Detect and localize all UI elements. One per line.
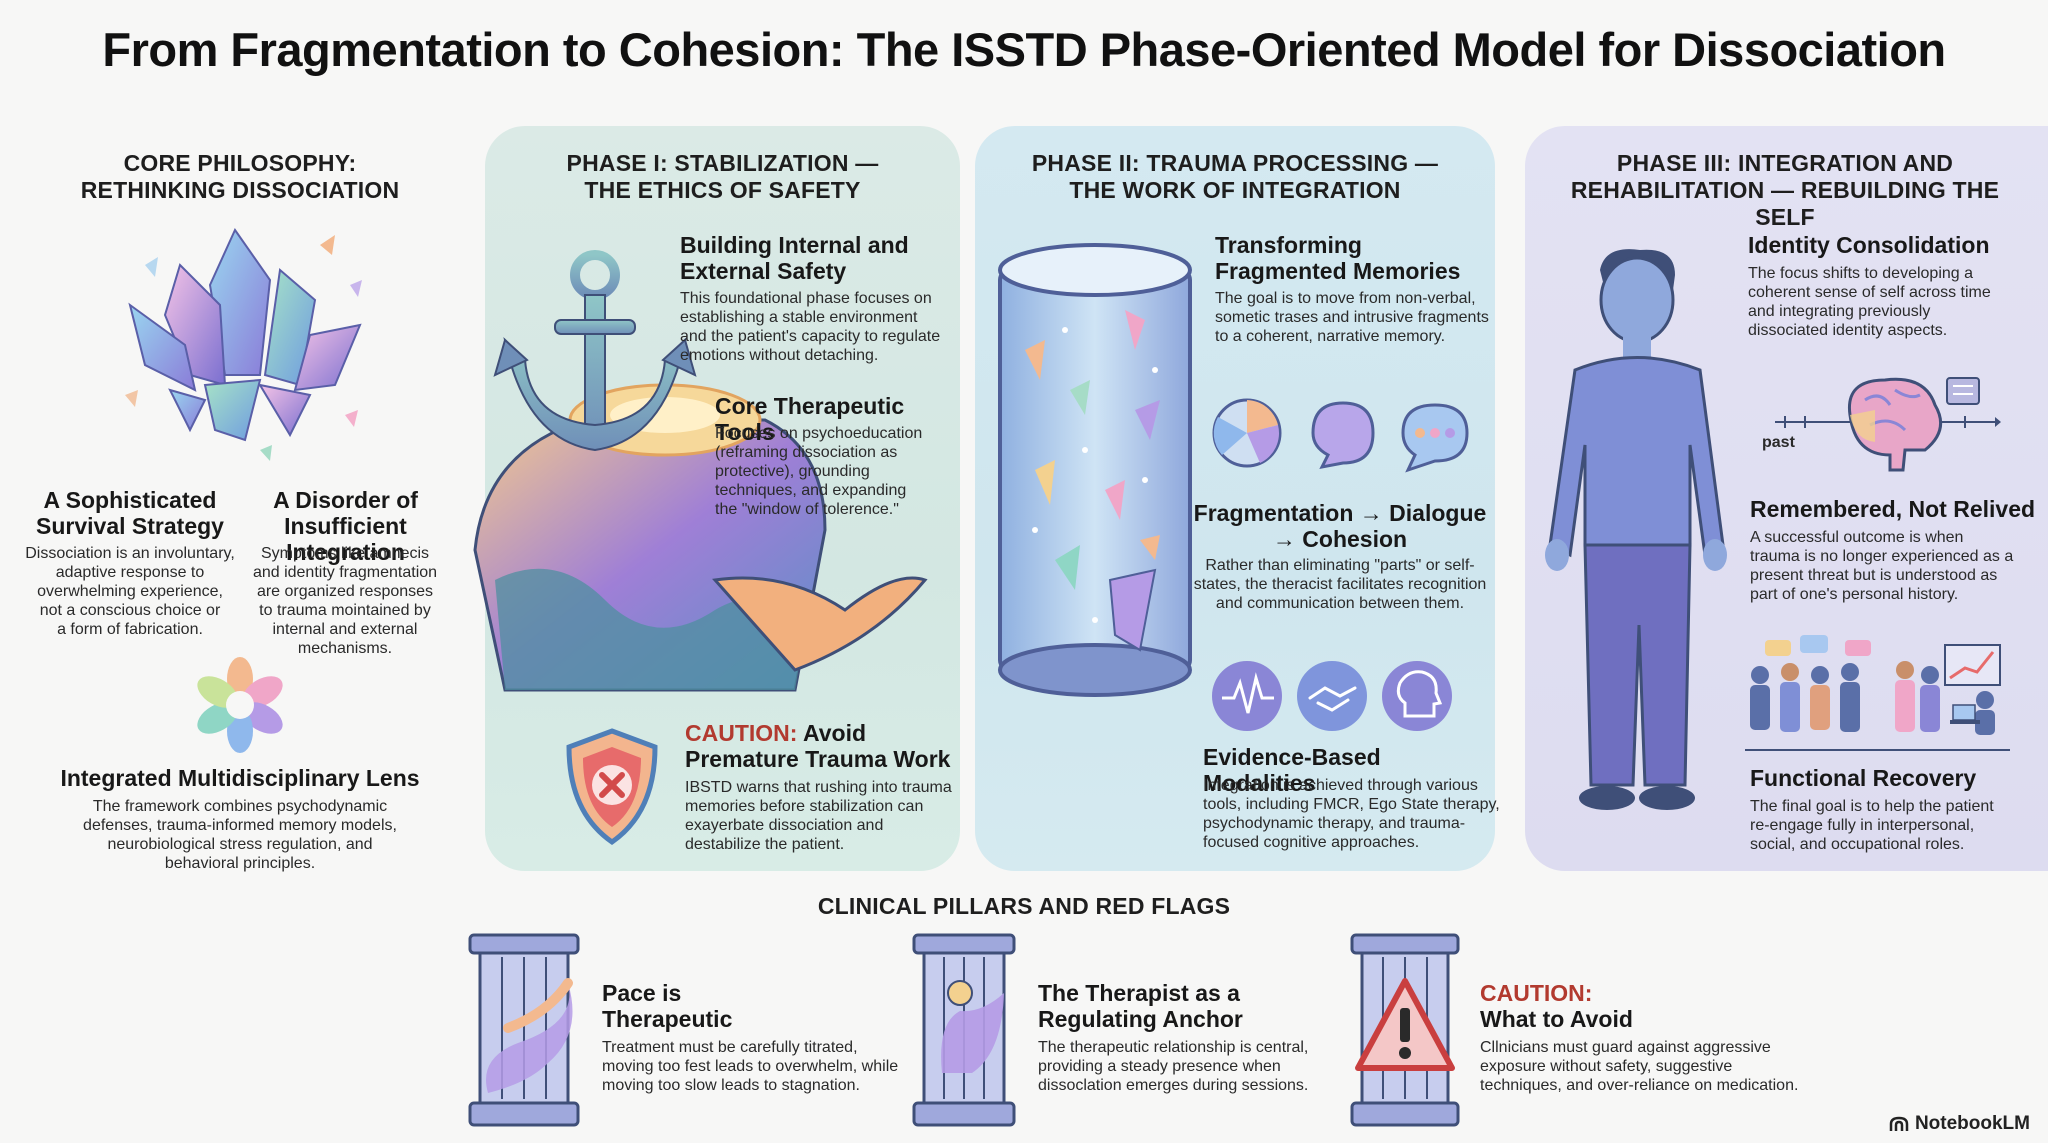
identity-consolidation-text: The focus shifts to developing a coheren… [1748,265,1991,339]
crystals-illustration [125,227,362,461]
memory-cylinder-illustration [998,243,1192,697]
pillar-warning-icon [1350,933,1460,1127]
therapist-anchor-text: The therapeutic relationship is central,… [1038,1039,1309,1094]
modalities-icons [1212,661,1452,731]
identity-consolidation-heading: Identity Consolidation [1748,232,1990,258]
phase1-title: PHASE I: STABILIZATION — THE ETHICS OF S… [566,150,879,203]
insufficient-integration-text: Symptoms like amnecis and identity fragm… [252,545,438,657]
survival-strategy-heading: A Sophisticated Survival Strategy [36,487,224,539]
survival-strategy-text: Dissociation is an involuntary, adaptive… [25,545,235,638]
premature-trauma-heading: CAUTION: Avoid Premature Trauma Work [685,720,951,772]
community-illustration [1745,635,2010,751]
fragmented-memories-text: The goal is to move from non-verbal, som… [1215,290,1489,345]
therapeutic-tools-text: Focuses on psychoeducation (reframing di… [715,425,923,518]
internal-safety-text: This foundational phase focuses on estab… [680,290,941,364]
what-to-avoid-text: Cllnicians must guard against aggressive… [1480,1039,1799,1094]
page-title: From Fragmentation to Cohesion: The ISST… [102,23,1946,76]
clinical-pillars-title: CLINICAL PILLARS AND RED FLAGS [817,893,1231,919]
pace-heading: Pace is Therapeutic [602,980,733,1032]
dialogue-icons [1212,398,1469,473]
fragmented-memories-heading: Transforming Fragmented Memories [1215,232,1461,284]
notebooklm-logo-icon [1889,1116,1909,1131]
functional-recovery-text: The final goal is to help the patient re… [1750,798,1994,853]
shield-x-icon [566,728,658,846]
phase3-title: PHASE III: INTEGRATION AND REHABILITATIO… [1570,150,2000,230]
premature-trauma-text: IBSTD warns that rushing into trauma mem… [685,779,952,853]
therapeutic-tools-heading: Core Therapeutic Tools [715,393,905,445]
pillar-anchor-person-icon [912,933,1016,1127]
evidence-modalities-text: Integration is achieved through various … [1203,777,1500,851]
person-illustration [1545,249,1727,810]
what-to-avoid-heading: CAUTION: What to Avoid [1480,980,1633,1032]
pillar-pace-icon [468,933,580,1127]
notebooklm-brand: NotebookLM [1889,1113,2030,1135]
internal-safety-heading: Building Internal and External Safety [680,232,909,284]
anchor-illustration [473,250,928,692]
insufficient-integration-heading: A Disorder of Insufficient Integration [273,487,418,565]
brain-timeline-illustration [1775,377,2001,472]
fragmentation-dialogue-heading: Fragmentation → Dialogue → Cohesion [1193,500,1487,552]
remembered-not-relived-heading: Remembered, Not Relived [1750,496,2036,522]
multidisciplinary-flower-icon [197,657,283,753]
fragmentation-dialogue-text: Rather than eliminating "parts" or self-… [1193,557,1487,612]
phase2-title: PHASE II: TRAUMA PROCESSING — THE WORK O… [1031,150,1439,203]
remembered-not-relived-text: A successful outcome is when trauma is n… [1750,529,2014,603]
pace-text: Treatment must be carefully titrated, mo… [602,1039,899,1094]
therapist-anchor-heading: The Therapist as a Regulating Anchor [1038,980,1243,1032]
core-philosophy-title: CORE PHILOSOPHY: RETHINKING DISSOCIATION [80,150,400,203]
timeline-past-label: past [1762,434,1795,451]
functional-recovery-heading: Functional Recovery [1750,765,1977,791]
multidisciplinary-lens-heading: Integrated Multidisciplinary Lens [60,765,420,791]
multidisciplinary-lens-text: The framework combines psychodynamic def… [83,798,397,872]
evidence-modalities-heading: Evidence-Based Modalities [1203,744,1381,796]
